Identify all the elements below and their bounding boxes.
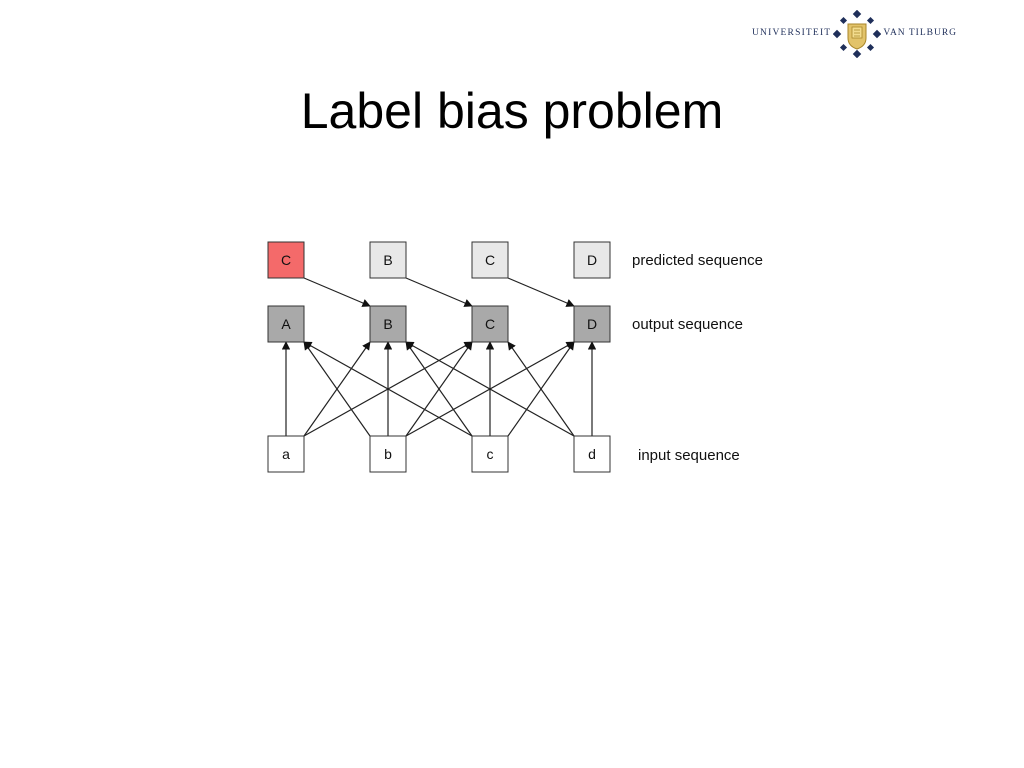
input-node-1: b	[369, 435, 407, 473]
slide-title: Label bias problem	[300, 83, 724, 139]
predicted-node-label-3: D	[587, 252, 597, 268]
output-node-label-2: C	[485, 316, 495, 332]
edge-input-1-to-output-0	[303, 341, 371, 437]
predicted-node-label-0: C	[281, 252, 291, 268]
input-node-box-3	[573, 435, 611, 473]
university-emblem-icon	[833, 10, 882, 58]
logo-right-word: van Tilburg	[883, 28, 958, 39]
predicted-node-1: B	[369, 241, 407, 279]
predicted-node-label-2: C	[485, 252, 495, 268]
output-node-2: C	[471, 305, 509, 343]
logo-left-word: Universiteit	[752, 28, 832, 39]
predicted-row-label: predicted sequence	[632, 252, 763, 269]
edge-input-3-to-output-2	[507, 341, 575, 437]
input-node-label-0: a	[282, 446, 290, 462]
input-node-label-2: c	[487, 446, 494, 462]
edge-input-2-to-output-0	[303, 341, 473, 437]
predicted-node-box-1	[369, 241, 407, 279]
output-node-label-3: D	[587, 316, 597, 332]
output-node-label-0: A	[281, 316, 291, 332]
output-node-label-1: B	[383, 316, 392, 332]
edge-predicted-2-to-output-3	[507, 277, 575, 307]
predicted-node-2: C	[471, 241, 509, 279]
output-node-box-2	[471, 305, 509, 343]
output-node-box-1	[369, 305, 407, 343]
output-row-label: output sequence	[632, 316, 743, 333]
edge-predicted-0-to-output-1	[303, 277, 371, 307]
input-node-2: c	[471, 435, 509, 473]
output-node-box-3	[573, 305, 611, 343]
input-node-3: d	[573, 435, 611, 473]
output-node-0: A	[267, 305, 305, 343]
predicted-node-box-0	[267, 241, 305, 279]
input-node-box-2	[471, 435, 509, 473]
input-node-0: a	[267, 435, 305, 473]
predicted-node-box-3	[573, 241, 611, 279]
row-labels-layer: predicted sequence output sequence input s…	[632, 252, 763, 464]
edges-layer	[281, 277, 597, 437]
input-node-box-0	[267, 435, 305, 473]
predicted-node-box-2	[471, 241, 509, 279]
output-node-1: B	[369, 305, 407, 343]
input-node-label-1: b	[384, 446, 392, 462]
edge-predicted-1-to-output-2	[405, 277, 473, 307]
predicted-node-label-1: B	[383, 252, 392, 268]
input-row-label: input sequence	[638, 447, 740, 464]
edge-input-2-to-output-1	[405, 341, 473, 437]
output-node-3: D	[573, 305, 611, 343]
edge-input-3-to-output-1	[405, 341, 575, 437]
input-node-label-3: d	[588, 446, 596, 462]
output-node-box-0	[267, 305, 305, 343]
input-node-box-1	[369, 435, 407, 473]
nodes-layer: C B C D A B C Da b c d	[267, 241, 611, 473]
university-logo: Universiteit van Tilburg	[752, 10, 962, 58]
predicted-node-0: C	[267, 241, 305, 279]
diagram-canvas: C B C D A B C Da b c d predicted sequence output se…	[267, 241, 763, 473]
predicted-node-3: D	[573, 241, 611, 279]
